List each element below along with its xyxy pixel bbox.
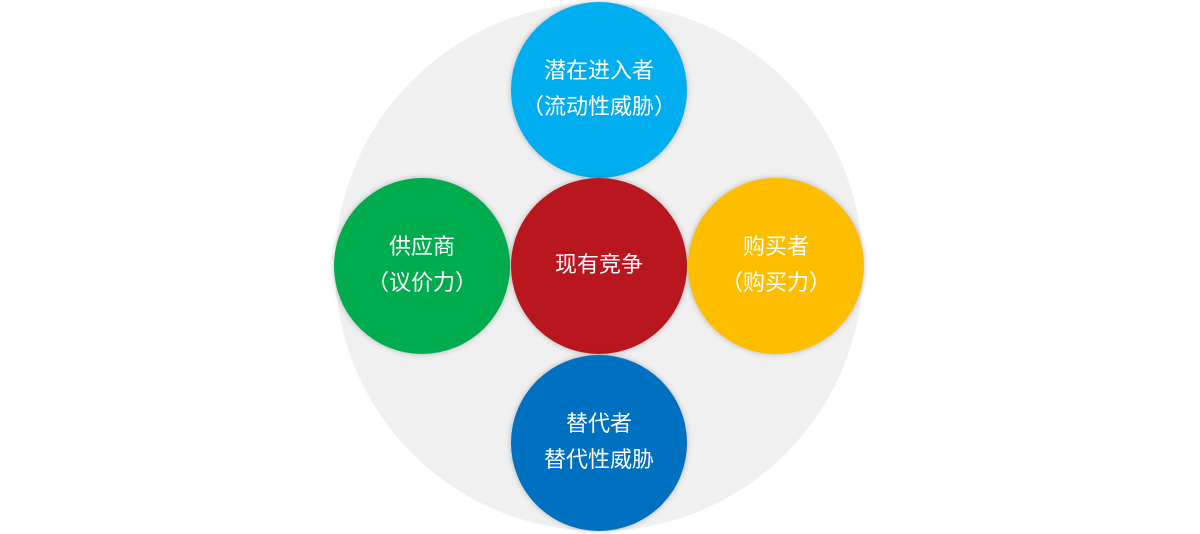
circle-subtitle: （流动性威胁） [521,95,676,120]
circle-subtitle: 替代性威胁 [543,448,654,473]
circle-title: 替代者 [565,412,632,437]
circle-title: 供应商 [388,235,455,260]
suppliers-circle: 供应商 （议价力） [334,178,510,354]
circle-title: 现有竞争 [554,253,643,278]
existing-competition-circle: 现有竞争 [511,178,687,354]
potential-entrants-circle: 潜在进入者 （流动性威胁） [511,2,687,178]
circle-title: 潜在进入者 [543,59,654,84]
buyers-circle: 购买者 （购买力） [688,178,864,354]
circle-subtitle: （议价力） [366,271,477,296]
substitutes-circle: 替代者 替代性威胁 [511,355,687,531]
circle-title: 购买者 [742,235,809,260]
circle-subtitle: （购买力） [720,271,831,296]
